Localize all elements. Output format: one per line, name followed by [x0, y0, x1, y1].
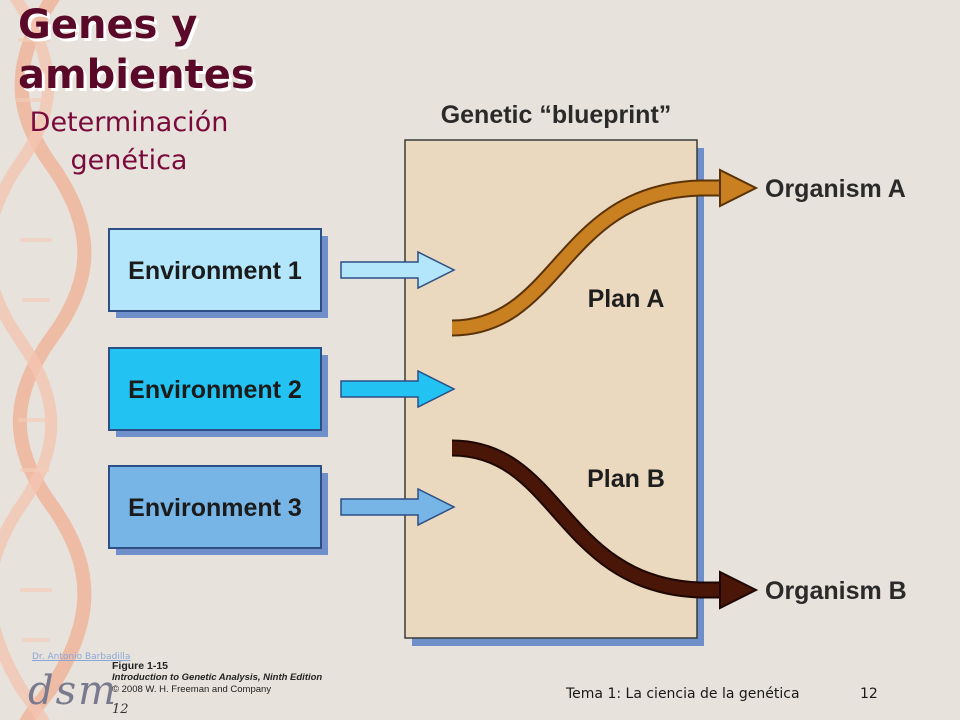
- environment-3-label: Environment 3: [128, 494, 302, 522]
- environment-3-arrow: [340, 487, 456, 527]
- environment-1-label: Environment 1: [128, 257, 302, 285]
- plan-b-label: Plan B: [587, 465, 665, 493]
- environment-2-rect: [108, 347, 322, 431]
- plan-a-arrow: [451, 168, 759, 337]
- environment-box-1: Environment 1: [108, 228, 328, 318]
- slide-title-line-2: ambientes: [18, 52, 255, 98]
- figure-credit: Figure 1-15 Introduction to Genetic Anal…: [112, 660, 342, 696]
- figure-copyright: © 2008 W. H. Freeman and Company: [112, 684, 272, 695]
- slide-subtitle: Determinación genética: [10, 104, 248, 180]
- logo-number: 12: [112, 702, 129, 717]
- environment-box-2: Environment 2: [108, 347, 328, 437]
- page-number: 12: [860, 686, 878, 702]
- slide-title: Genes y ambientes: [18, 0, 278, 100]
- figure-number: Figure 1-15: [112, 660, 169, 672]
- environment-box-3: Environment 3: [108, 465, 328, 555]
- environment-2-label: Environment 2: [128, 376, 302, 404]
- environment-2-arrow: [340, 369, 456, 409]
- organism-a-label: Organism A: [765, 175, 906, 203]
- environment-1-rect: [108, 228, 322, 312]
- slide-footer: Tema 1: La ciencia de la genética: [566, 686, 800, 702]
- slide-title-line-1: Genes y: [18, 2, 198, 48]
- environment-1-arrow: [340, 250, 456, 290]
- organism-b-label: Organism B: [765, 577, 907, 605]
- author-link[interactable]: Dr. Antonio Barbadilla: [32, 652, 131, 662]
- blueprint-label: Genetic “blueprint”: [441, 101, 672, 129]
- environment-3-rect: [108, 465, 322, 549]
- slide-subtitle-line-1: Determinación: [29, 107, 229, 138]
- figure-book-title: Introduction to Genetic Analysis, Ninth …: [112, 672, 323, 683]
- plan-a-label: Plan A: [588, 285, 665, 313]
- plan-b-arrow: [451, 439, 759, 610]
- slide-subtitle-line-2: genética: [70, 145, 188, 176]
- dsm-logo: dsm: [28, 668, 119, 714]
- dna-helix-decoration: [0, 0, 92, 720]
